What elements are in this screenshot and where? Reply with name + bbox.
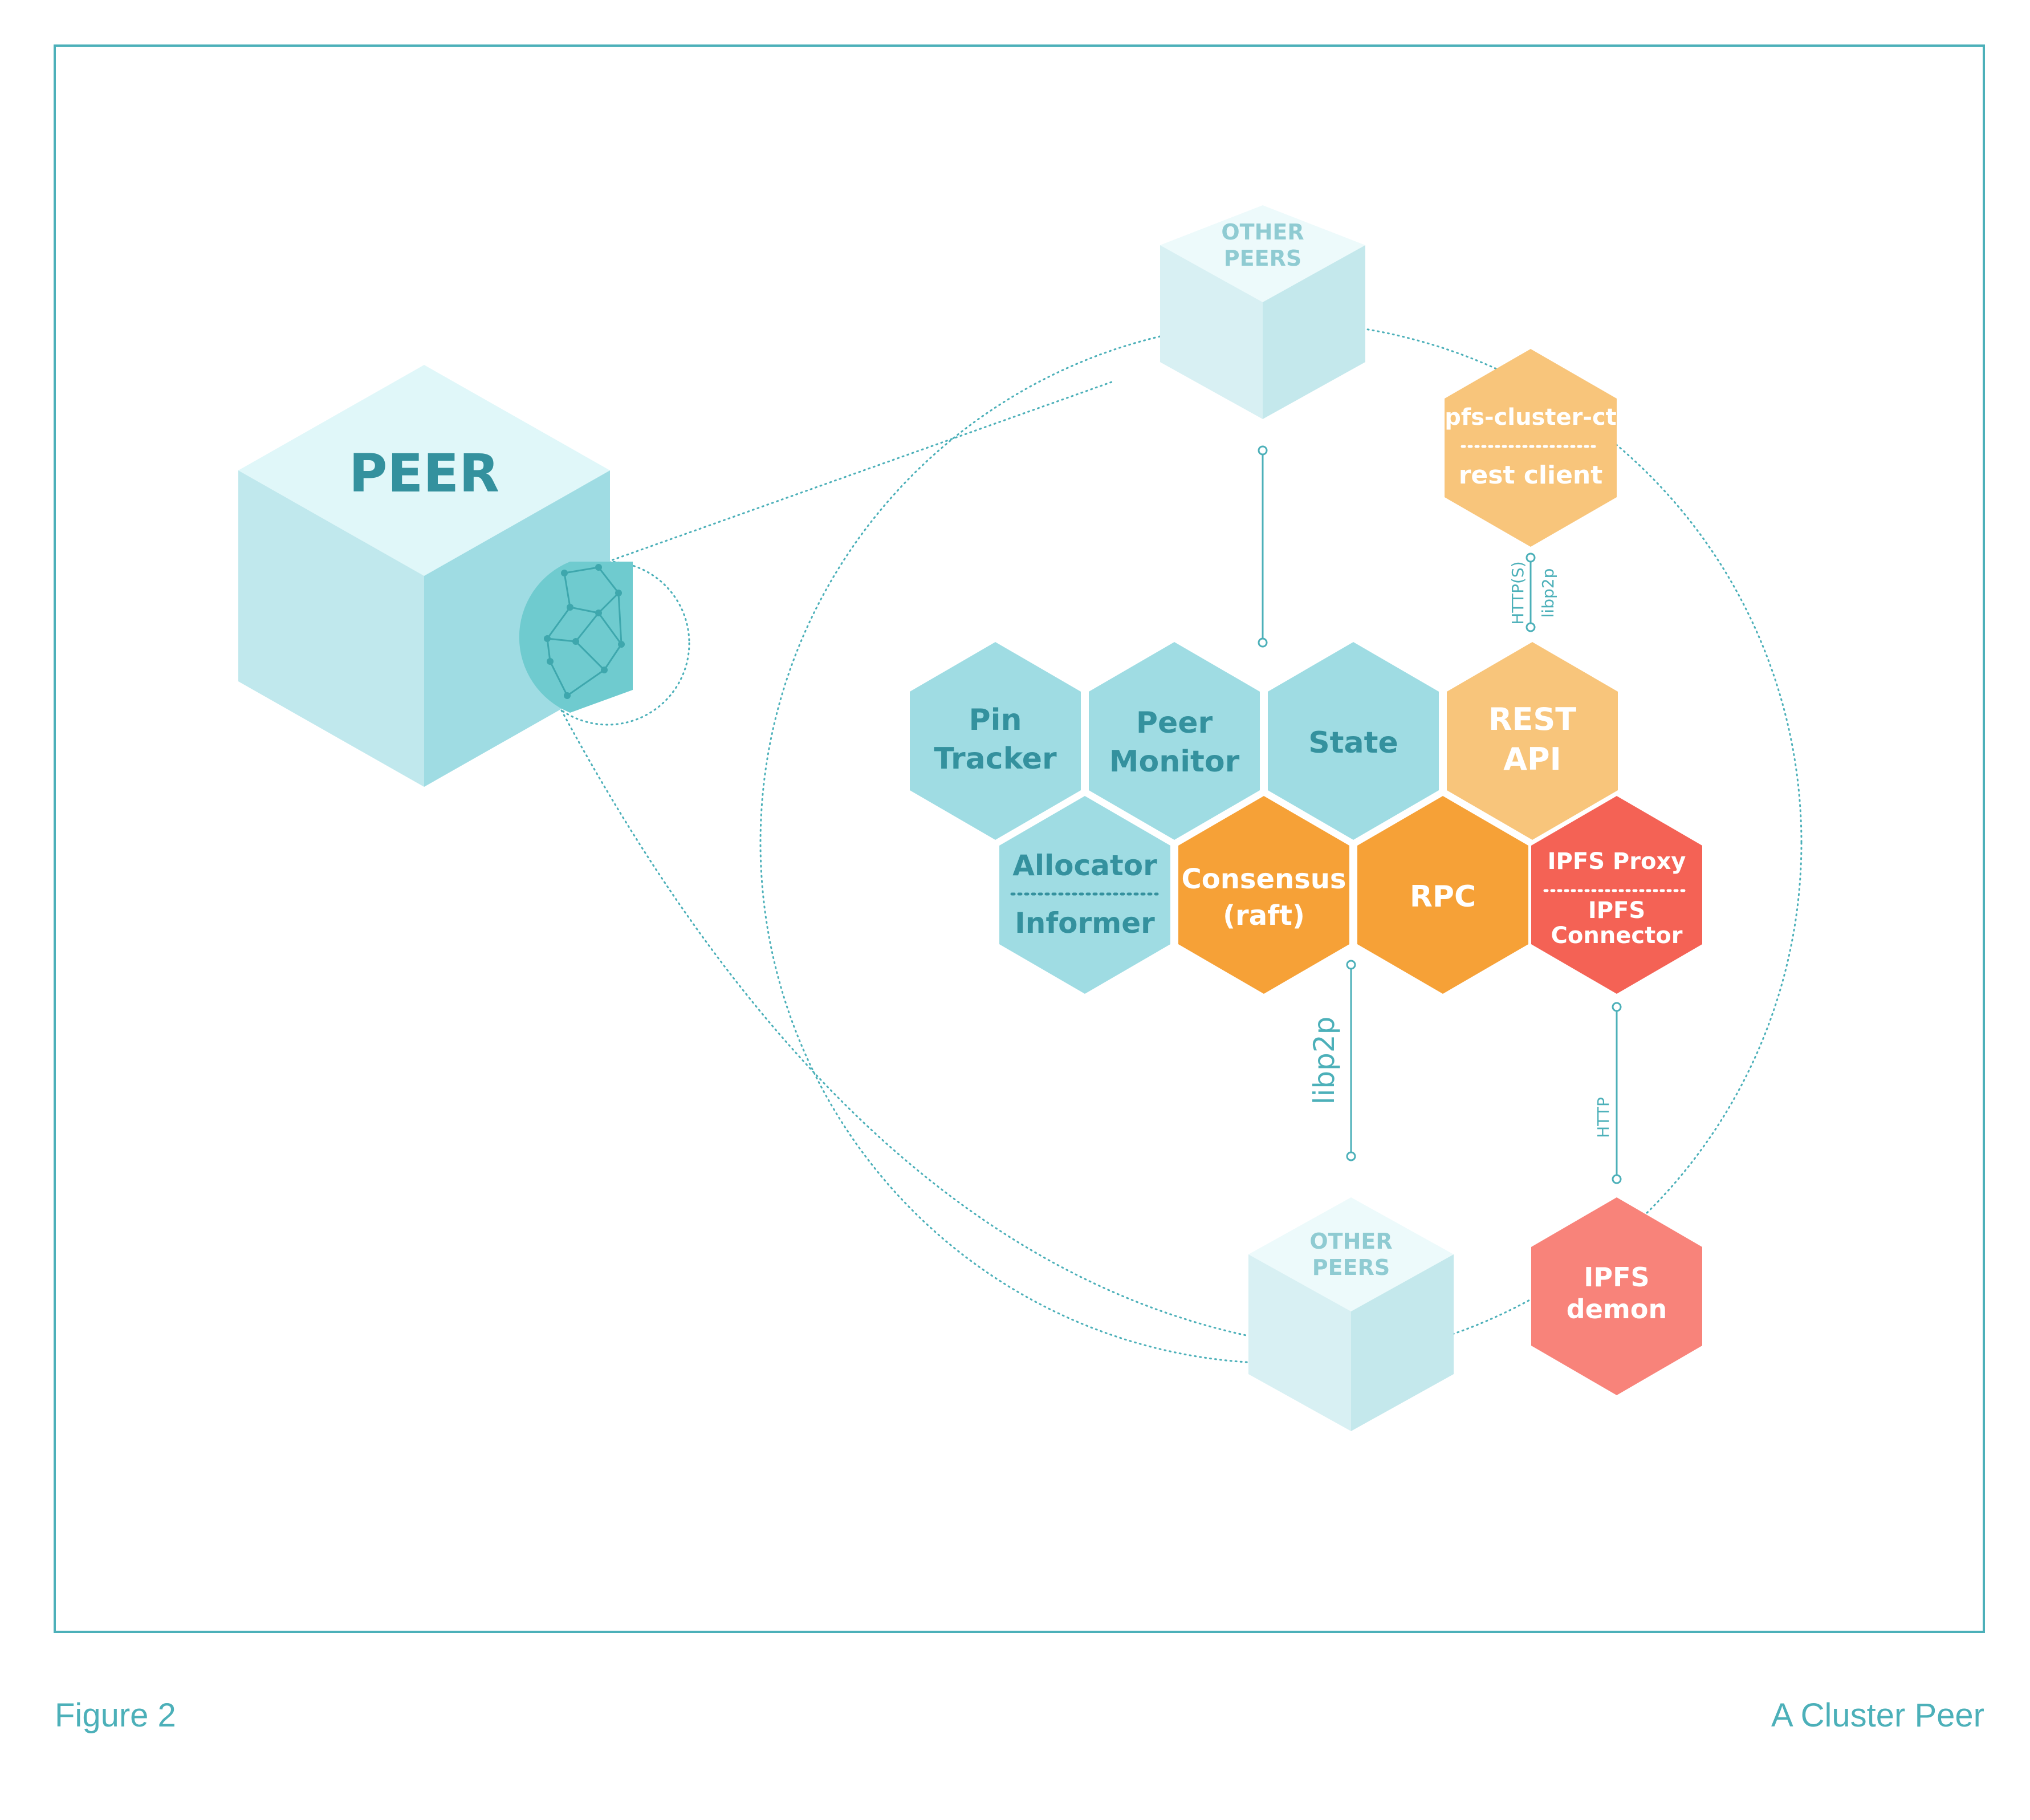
svg-text:IPFS: IPFS bbox=[1588, 897, 1645, 924]
svg-text:REST: REST bbox=[1488, 701, 1576, 737]
svg-text:Monitor: Monitor bbox=[1109, 745, 1240, 779]
connectors bbox=[1258, 445, 1622, 1184]
svg-text:Peer: Peer bbox=[1136, 706, 1213, 740]
svg-text:RPC: RPC bbox=[1410, 880, 1476, 914]
svg-text:API: API bbox=[1503, 741, 1561, 777]
label-consensus-libp2p: libp2p bbox=[1308, 1017, 1341, 1105]
svg-text:ipfs-cluster-ctl: ipfs-cluster-ctl bbox=[1437, 404, 1625, 430]
svg-text:State: State bbox=[1308, 726, 1398, 760]
svg-text:rest client: rest client bbox=[1459, 461, 1603, 490]
other-peers-cube-bottom: OTHER PEERS bbox=[1248, 1197, 1454, 1431]
svg-text:Tracker: Tracker bbox=[934, 742, 1057, 776]
hex-consensus: Consensus (raft) bbox=[1178, 796, 1349, 994]
svg-text:Connector: Connector bbox=[1551, 923, 1683, 949]
hex-rpc: RPC bbox=[1357, 796, 1528, 994]
label-rest-libp2p: libp2p bbox=[1539, 568, 1557, 618]
figure-frame bbox=[54, 44, 1985, 1633]
peer-label: PEER bbox=[349, 443, 499, 504]
zoom-line-top bbox=[607, 381, 1113, 563]
svg-text:Consensus: Consensus bbox=[1182, 863, 1346, 895]
other-peers-bottom-label-line2: PEERS bbox=[1312, 1255, 1390, 1280]
svg-text:(raft): (raft) bbox=[1223, 900, 1305, 932]
svg-text:IPFS: IPFS bbox=[1584, 1262, 1649, 1293]
svg-text:Pin: Pin bbox=[969, 703, 1022, 737]
label-http: HTTP bbox=[1594, 1097, 1613, 1138]
figure-title: A Cluster Peer bbox=[1771, 1697, 1984, 1734]
peer-cube-left bbox=[238, 470, 424, 787]
hex-rest-api: REST API bbox=[1447, 642, 1618, 840]
hex-state: State bbox=[1268, 642, 1439, 840]
hex-ipfs-demon: IPFS demon bbox=[1531, 1197, 1702, 1395]
svg-text:demon: demon bbox=[1567, 1294, 1667, 1325]
other-peers-label-line2: PEERS bbox=[1224, 246, 1301, 271]
svg-text:Allocator: Allocator bbox=[1012, 849, 1157, 882]
hex-allocator-informer: Allocator Informer bbox=[999, 796, 1170, 994]
label-https: HTTP(S) bbox=[1508, 561, 1527, 624]
other-peers-cube-top: OTHER PEERS bbox=[1160, 205, 1365, 419]
hex-ipfs-proxy-connector: IPFS Proxy IPFS Connector bbox=[1531, 796, 1702, 994]
hex-peer-monitor: Peer Monitor bbox=[1089, 642, 1260, 840]
other-peers-label-line1: OTHER bbox=[1221, 220, 1304, 245]
figure-number: Figure 2 bbox=[55, 1697, 176, 1734]
svg-text:Informer: Informer bbox=[1015, 907, 1155, 940]
svg-text:IPFS Proxy: IPFS Proxy bbox=[1548, 848, 1686, 875]
hex-ipfs-cluster-ctl: ipfs-cluster-ctl rest client bbox=[1437, 349, 1625, 547]
network-globe-icon bbox=[519, 562, 633, 713]
other-peers-bottom-label-line1: OTHER bbox=[1309, 1229, 1392, 1254]
zoom-line-bottom bbox=[560, 709, 1255, 1338]
hex-pin-tracker: Pin Tracker bbox=[910, 642, 1081, 840]
